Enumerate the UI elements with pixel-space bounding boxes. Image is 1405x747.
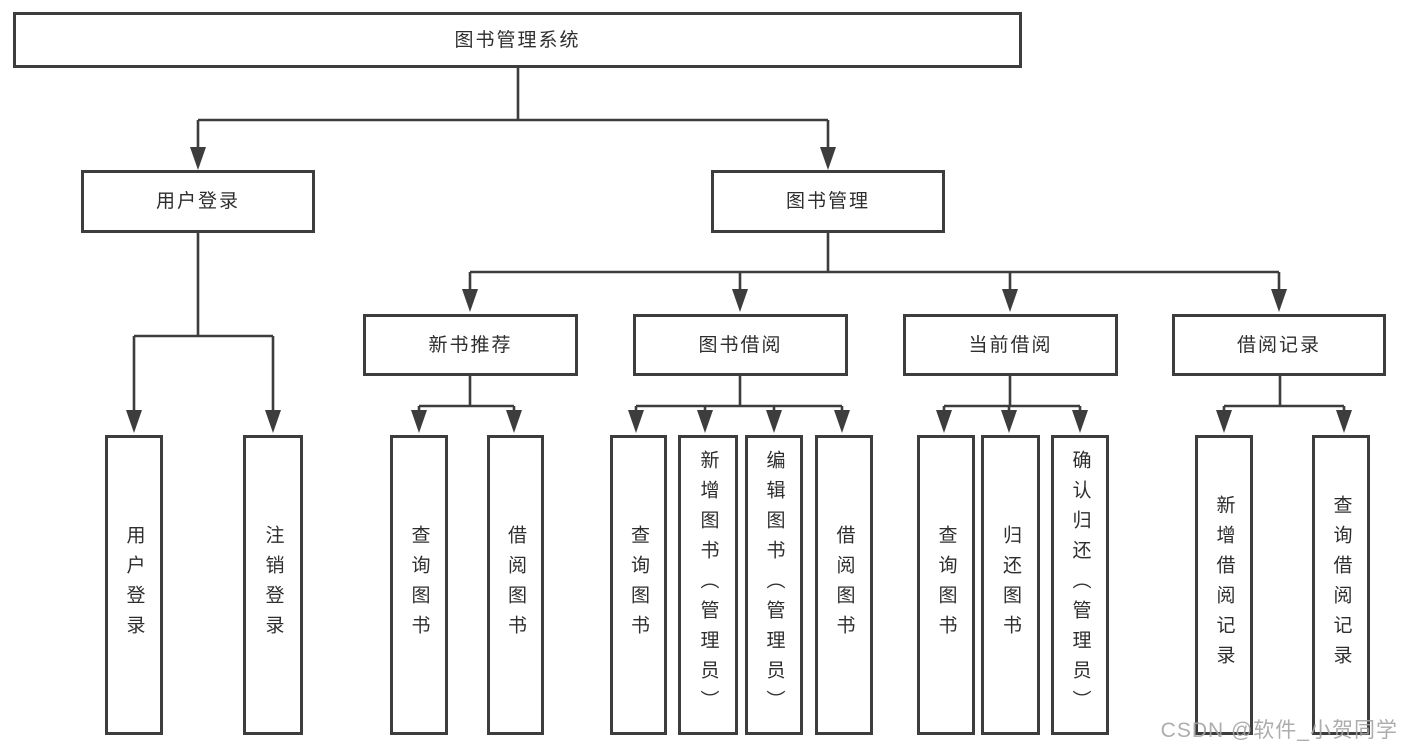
leaf-query-books-recommend: 查询图书 xyxy=(390,435,448,735)
node-borrow-records: 借阅记录 xyxy=(1172,314,1386,376)
node-book-borrow: 图书借阅 xyxy=(633,314,848,376)
arrowheads xyxy=(126,147,1352,433)
leaf-return-books: 归还图书 xyxy=(981,435,1040,735)
node-current-borrow: 当前借阅 xyxy=(903,314,1118,376)
leaf-borrow-books-recommend: 借阅图书 xyxy=(487,435,544,735)
leaf-logout: 注销登录 xyxy=(243,435,303,735)
leaf-user-login: 用户登录 xyxy=(105,435,163,735)
leaf-confirm-return-admin: 确认归还（管理员） xyxy=(1051,435,1109,735)
node-new-book-recommend: 新书推荐 xyxy=(363,314,578,376)
leaf-query-books-borrow: 查询图书 xyxy=(610,435,667,735)
node-root: 图书管理系统 xyxy=(13,12,1022,68)
leaf-add-borrow-record: 新增借阅记录 xyxy=(1195,435,1253,735)
watermark: CSDN @软件_小贺同学 xyxy=(1160,719,1398,742)
leaf-query-books-current: 查询图书 xyxy=(917,435,975,735)
node-book-management: 图书管理 xyxy=(711,170,945,233)
leaf-query-borrow-record: 查询借阅记录 xyxy=(1312,435,1370,735)
leaf-borrow-books-borrow: 借阅图书 xyxy=(815,435,873,735)
node-user-login: 用户登录 xyxy=(81,170,315,233)
leaf-edit-book-admin: 编辑图书（管理员） xyxy=(745,435,803,735)
leaf-add-book-admin: 新增图书（管理员） xyxy=(678,435,738,735)
